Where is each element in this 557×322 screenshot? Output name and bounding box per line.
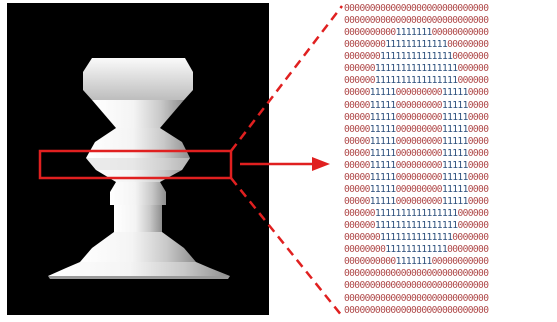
binary-row: 0000000000000000000000000000 — [344, 15, 489, 27]
binary-row: 0000000000000000000000000000 — [344, 3, 489, 14]
binary-row: 0000000000000000000000000000 — [344, 268, 489, 280]
binary-row: 0000000000000000000000000000 — [344, 304, 489, 316]
binary-row: 0000011111000000000111110000 — [344, 123, 489, 135]
binary-row: 0000000111111111111110000000 — [344, 232, 489, 244]
binary-row: 0000011111000000000111110000 — [344, 171, 489, 183]
binary-row: 0000011111000000000111110000 — [344, 183, 489, 195]
binary-row: 0000001111111111111111000000 — [344, 220, 489, 232]
selection-rectangle — [38, 149, 233, 180]
arrow-right-icon — [240, 157, 330, 171]
zoom-line-top — [230, 5, 343, 152]
binary-row: 0000001111111111111111000000 — [344, 63, 489, 75]
binary-row: 0000001111111111111111000000 — [344, 75, 489, 87]
binary-row: 0000011111000000000111110000 — [344, 99, 489, 111]
binary-row: 0000001111111111111111000000 — [344, 208, 489, 220]
binary-row: 0000000011111111111100000000 — [344, 39, 489, 51]
rendered-3d-shape — [48, 58, 230, 279]
binary-row: 0000011111000000000111110000 — [344, 147, 489, 159]
binary-row: 0000011111000000000111110000 — [344, 111, 489, 123]
binary-row: 0000000000000000000000000000 — [344, 280, 489, 292]
binary-row: 0000011111000000000111110000 — [344, 196, 489, 207]
binary-row: 0000011111000000000111110000 — [344, 135, 489, 147]
binary-row: 0000000000000000000000000000 — [344, 292, 489, 304]
binary-row: 0000011111000000000111110000 — [344, 87, 489, 99]
binary-row: 0000000000111111100000000000 — [344, 256, 489, 268]
binary-row: 0000000000111111100000000000 — [344, 27, 489, 39]
binary-row: 0000000011111111111100000000 — [344, 244, 489, 256]
binary-row: 0000011111000000000111110000 — [344, 159, 489, 171]
binary-row: 0000000111111111111110000000 — [344, 51, 489, 63]
